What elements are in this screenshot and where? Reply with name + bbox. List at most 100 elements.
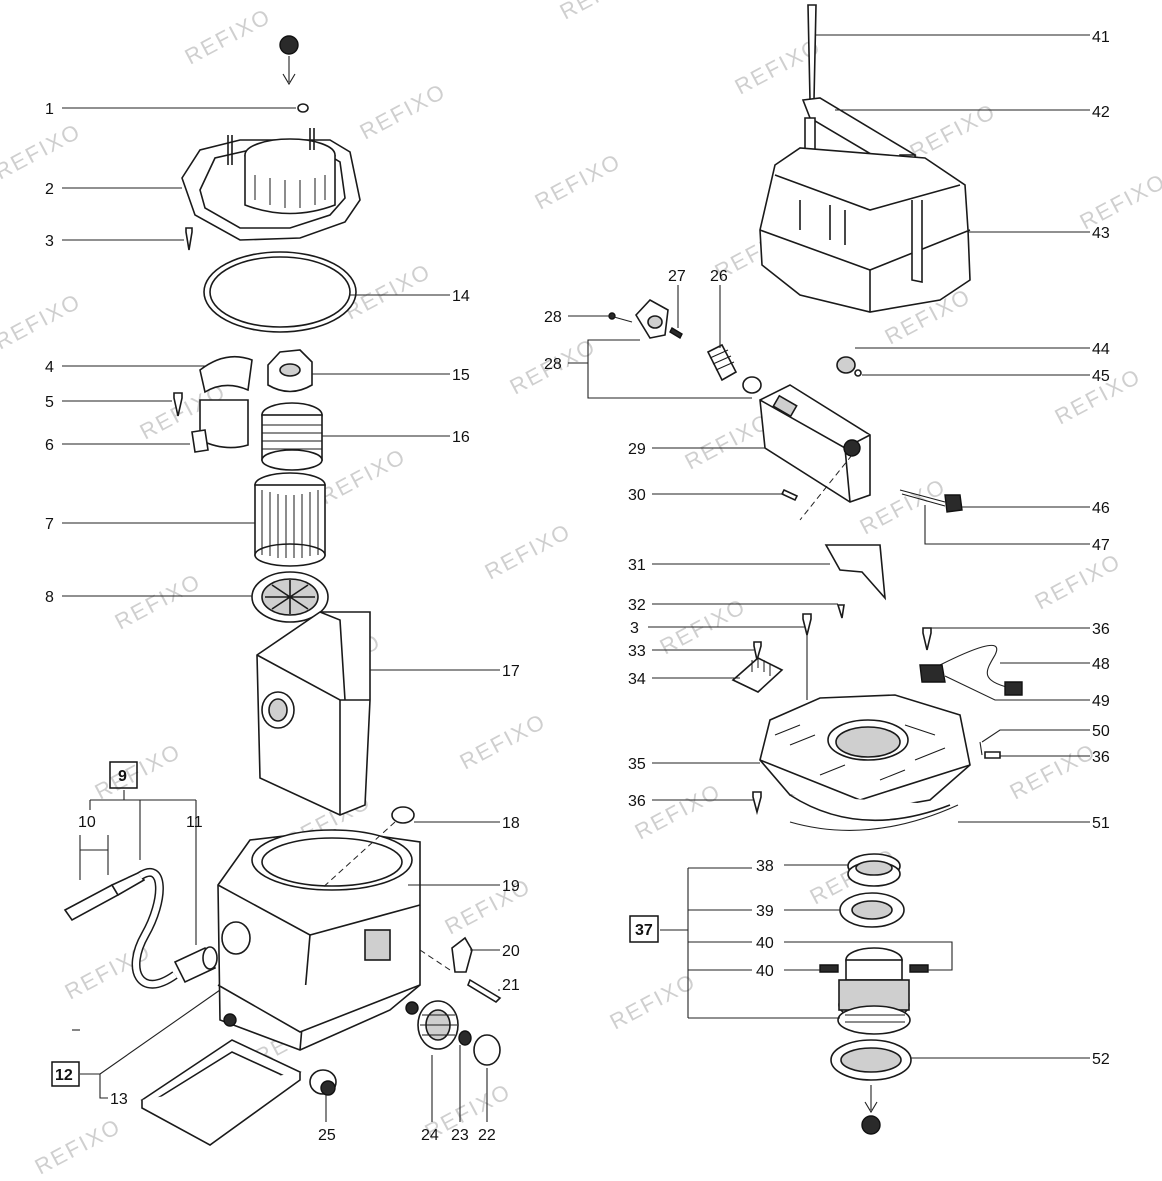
right-assembly <box>608 4 1023 1135</box>
watermark: REFIXO <box>906 98 1001 164</box>
callout-19: 19 <box>502 878 520 895</box>
leader-lines <box>62 34 1090 1122</box>
part-9-hose <box>63 867 218 989</box>
part-17-container <box>256 611 371 816</box>
callout-18: 18 <box>502 815 520 832</box>
part-28-screw-shaft <box>613 316 633 323</box>
callout-43: 43 <box>1092 225 1110 242</box>
callout-11: 11 <box>186 814 203 831</box>
part-7-filter-cartridge <box>254 472 326 567</box>
callout-27: 27 <box>668 268 686 285</box>
part-48-power-cord <box>939 644 1023 696</box>
callout-7: 7 <box>45 516 54 533</box>
part-34-circuit-board <box>731 656 784 693</box>
part-5-screw <box>173 392 183 417</box>
watermark: REFIXO <box>0 118 85 184</box>
part-switch-ring <box>742 376 762 394</box>
watermark: REFIXO <box>556 0 651 24</box>
callout-26: 26 <box>710 268 728 285</box>
reference-arrow-top <box>282 56 296 86</box>
reference-arrow-bottom <box>864 1085 878 1114</box>
part-36-screw-right <box>984 751 1001 759</box>
callout-37-box <box>629 915 659 943</box>
callout-12-box <box>51 1061 80 1087</box>
watermark: REFIXO <box>181 3 276 69</box>
watermark: REFIXO <box>441 873 536 939</box>
callout-46: 46 <box>1092 500 1110 517</box>
callout-15: 15 <box>452 367 470 384</box>
reference-marker-bottom <box>861 1115 881 1135</box>
callout-8: 8 <box>45 589 54 606</box>
part-19-tank <box>217 829 421 1051</box>
left-assembly <box>63 35 502 1146</box>
watermark: REFIXO <box>316 443 411 509</box>
watermark: REFIXO <box>91 738 186 804</box>
part-51-wire <box>789 804 959 831</box>
callout-9: 9 <box>118 768 127 785</box>
part-39-seal-ring <box>839 892 905 928</box>
callout-48: 48 <box>1092 656 1110 673</box>
callout-45: 45 <box>1092 368 1110 385</box>
watermark: REFIXO <box>681 408 776 474</box>
callout-3: 3 <box>45 233 54 250</box>
callout-36: 36 <box>1092 621 1110 638</box>
watermark: REFIXO <box>0 288 85 354</box>
callout-50: 50 <box>1092 723 1110 740</box>
watermark: REFIXO <box>481 518 576 584</box>
part-36-screw-top <box>922 627 932 651</box>
callout-36: 36 <box>1092 749 1110 766</box>
part-41-rod <box>807 4 817 101</box>
part-35-base-plate <box>759 694 971 822</box>
callout-22: 22 <box>478 1127 496 1144</box>
callout-14: 14 <box>452 288 470 305</box>
part-26-switch <box>706 343 738 382</box>
part-29-control-panel <box>759 384 871 503</box>
callout-2: 2 <box>45 181 54 198</box>
watermark: REFIXO <box>1076 168 1162 234</box>
part-18-seal <box>391 806 415 824</box>
part-43-housing <box>759 147 971 313</box>
callout-28: 28 <box>544 356 562 373</box>
callout-35: 35 <box>628 756 646 773</box>
callout-36: 36 <box>628 793 646 810</box>
callout-25: 25 <box>318 1127 336 1144</box>
part-4-clamp <box>199 355 253 394</box>
callout-31: 31 <box>628 557 646 574</box>
part-46-connector <box>899 489 963 513</box>
reference-marker-top <box>279 35 299 55</box>
watermark: REFIXO <box>631 778 726 844</box>
callout-52: 52 <box>1092 1051 1110 1068</box>
watermark: REFIXO <box>1006 738 1101 804</box>
callout-10: 10 <box>78 814 96 831</box>
callout-32: 32 <box>628 597 646 614</box>
part-13-tray <box>140 1039 302 1146</box>
part-2-motor-cover <box>181 128 361 241</box>
part-22-cap <box>473 1034 501 1066</box>
part-25-castor <box>309 1069 337 1096</box>
watermark: REFIXO <box>456 708 551 774</box>
callout-1: 1 <box>45 101 54 118</box>
part-44-knob <box>836 356 856 374</box>
callout-9-box <box>109 761 138 789</box>
callout-23: 23 <box>451 1127 469 1144</box>
callout-24: 24 <box>421 1127 439 1144</box>
callout-34: 34 <box>628 671 646 688</box>
callout-16: 16 <box>452 429 470 446</box>
callout-21: 21 <box>502 977 520 994</box>
callout-49: 49 <box>1092 693 1110 710</box>
part-32-pin <box>836 604 845 619</box>
callout-33: 33 <box>628 643 646 660</box>
callout-13: 13 <box>110 1091 128 1108</box>
part-28-switch-cover <box>635 298 669 339</box>
watermark: REFIXO <box>1031 548 1126 614</box>
callout-4: 4 <box>45 359 54 376</box>
part-45-ring <box>854 369 862 377</box>
callout-29: 29 <box>628 441 646 458</box>
part-21-pin <box>467 978 502 1004</box>
part-6-clamp <box>191 399 249 453</box>
part-24-wheel <box>417 1000 459 1050</box>
part-33-screw <box>753 641 762 661</box>
part-27-screw <box>669 327 683 339</box>
part-14-gasket-ring <box>203 251 357 333</box>
callout-38: 38 <box>756 858 774 875</box>
